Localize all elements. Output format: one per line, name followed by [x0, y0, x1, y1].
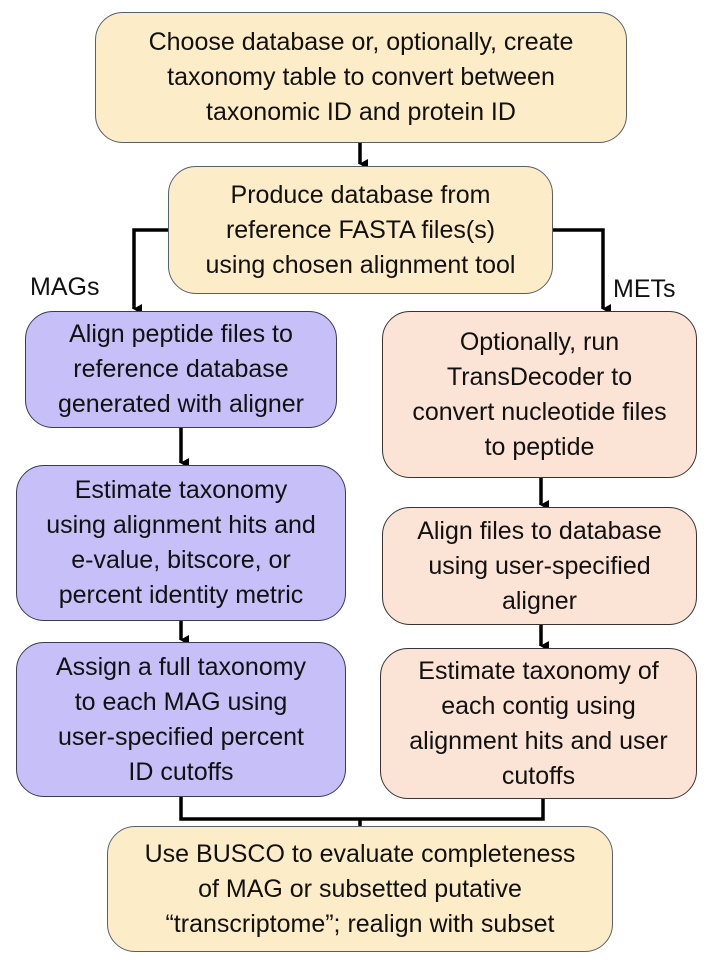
node-mag-align-text: Align peptide files to reference databas… — [58, 320, 304, 418]
branch-label-mets: METs — [613, 275, 676, 303]
node-mag-estimate-text: Estimate taxonomy using alignment hits a… — [46, 476, 316, 609]
branch-label-mags: MAGs — [30, 273, 100, 301]
edge-produce-to-mag-align — [132, 228, 168, 314]
node-mag-estimate: Estimate taxonomy using alignment hits a… — [16, 465, 346, 621]
edge-produce-to-met-transdecoder — [553, 228, 611, 314]
node-met-estimate-text: Estimate taxonomy of each contig using a… — [409, 656, 668, 790]
node-choose-database: Choose database or, optionally, create t… — [95, 12, 627, 143]
node-met-estimate: Estimate taxonomy of each contig using a… — [380, 648, 697, 799]
node-met-align-text: Align files to database using user-speci… — [417, 516, 662, 615]
edge-mag-assign-to-busco — [179, 797, 545, 821]
node-mag-assign: Assign a full taxonomy to each MAG using… — [16, 642, 346, 797]
node-met-align: Align files to database using user-speci… — [382, 507, 697, 625]
node-produce-database: Produce database from reference FASTA fi… — [168, 166, 553, 294]
node-busco-text: Use BUSCO to evaluate completeness of MA… — [144, 839, 576, 938]
node-met-transdecoder: Optionally, run TransDecoder to convert … — [382, 311, 697, 478]
node-busco: Use BUSCO to evaluate completeness of MA… — [107, 826, 613, 952]
node-produce-database-text: Produce database from reference FASTA fi… — [205, 180, 516, 279]
node-choose-database-text: Choose database or, optionally, create t… — [148, 28, 574, 126]
node-mag-assign-text: Assign a full taxonomy to each MAG using… — [55, 652, 307, 786]
node-mag-align: Align peptide files to reference databas… — [25, 311, 337, 428]
node-met-transdecoder-text: Optionally, run TransDecoder to convert … — [412, 327, 667, 461]
